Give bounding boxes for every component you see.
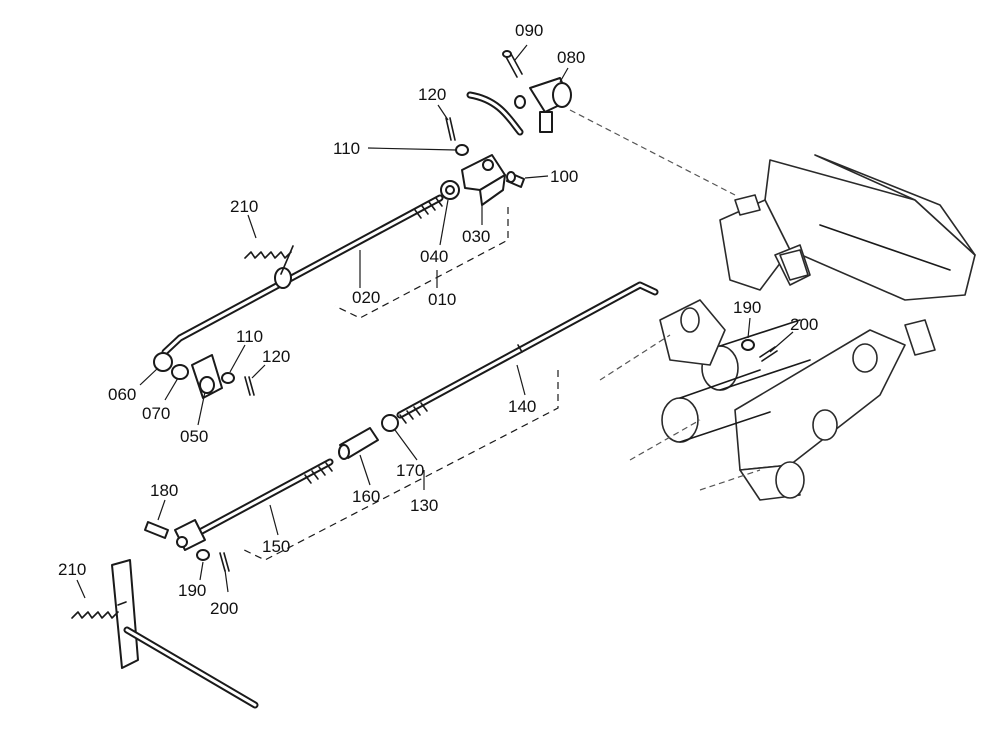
label-050: 050 xyxy=(180,427,208,446)
label-020: 020 xyxy=(352,288,380,307)
label-200-lower: 200 xyxy=(210,599,238,618)
label-010: 010 xyxy=(428,290,456,309)
label-080: 080 xyxy=(557,48,585,67)
label-130: 130 xyxy=(410,496,438,515)
label-040: 040 xyxy=(420,247,448,266)
label-190-right: 190 xyxy=(733,298,761,317)
label-160: 160 xyxy=(352,487,380,506)
label-210-upper: 210 xyxy=(230,197,258,216)
label-140: 140 xyxy=(508,397,536,416)
leader-lines xyxy=(76,44,794,599)
assembly-brackets xyxy=(239,207,559,561)
label-190-lower: 190 xyxy=(178,581,206,600)
label-180: 180 xyxy=(150,481,178,500)
label-110-lower: 110 xyxy=(236,327,263,346)
label-110-upper: 110 xyxy=(333,139,360,158)
label-120-upper: 120 xyxy=(418,85,446,104)
label-170: 170 xyxy=(396,461,424,480)
label-200-right: 200 xyxy=(790,315,818,334)
label-150: 150 xyxy=(262,537,290,556)
label-100: 100 xyxy=(550,167,578,186)
label-060: 060 xyxy=(108,385,136,404)
label-070: 070 xyxy=(142,404,170,423)
tractor-frame xyxy=(569,109,976,501)
pedal-arm xyxy=(71,559,259,709)
label-210-lower: 210 xyxy=(58,560,86,579)
lower-rod-assembly xyxy=(144,281,778,572)
label-030: 030 xyxy=(462,227,490,246)
pivot-assembly xyxy=(153,352,255,399)
label-090: 090 xyxy=(515,21,543,40)
spring-upper xyxy=(244,245,294,275)
label-120-lower: 120 xyxy=(262,347,290,366)
part-labels: 090 080 120 110 100 210 040 030 020 010 … xyxy=(58,21,818,618)
upper-rod-assembly xyxy=(161,50,572,356)
